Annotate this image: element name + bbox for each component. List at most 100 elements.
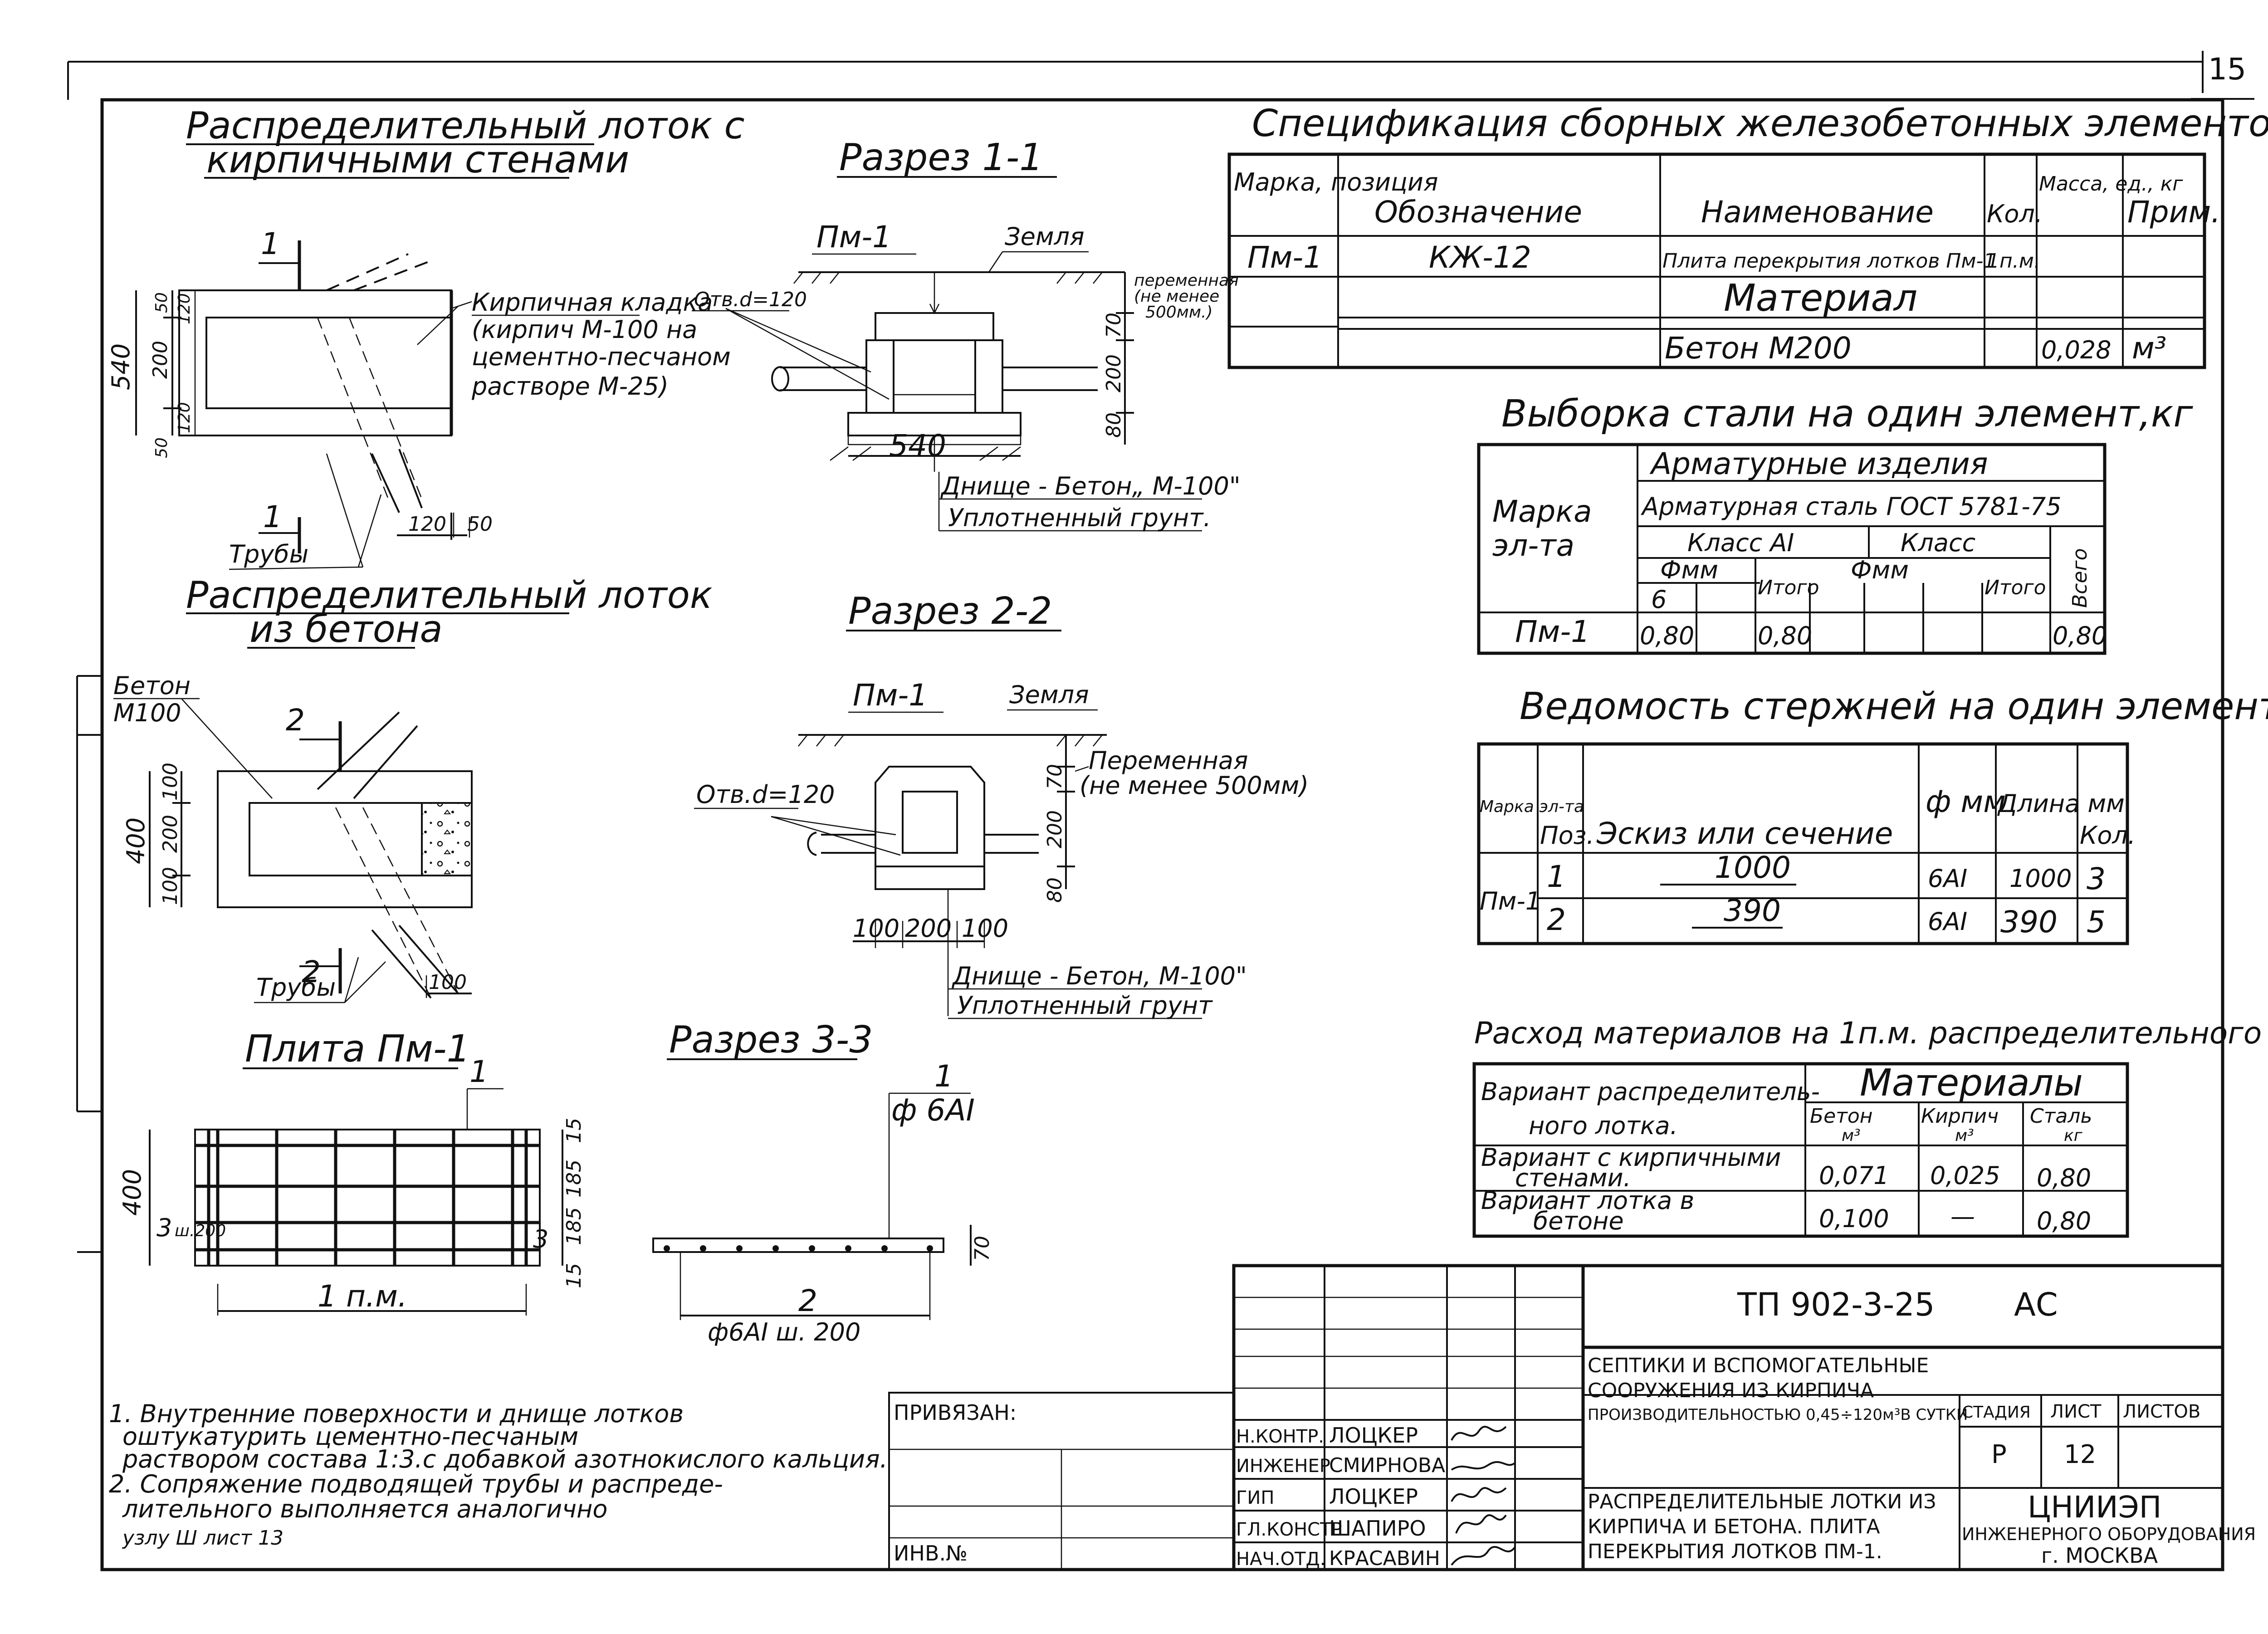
consumption-table: Расход материалов на 1п.м. распределител… (1472, 1016, 2268, 1238)
section33-rebar-top: ф 6АI (891, 1093, 975, 1128)
stamp-sheet-title-2: КИРПИЧА И БЕТОНА. ПЛИТА (1588, 1515, 1880, 1538)
consumption-r2-label-2: бетоне (1533, 1207, 1624, 1235)
consumption-r2-label-1: Вариант лотка в (1481, 1186, 1694, 1215)
cut-mark-2-top: 2 (286, 703, 305, 738)
steel-h-dia-val: 6 (1651, 585, 1667, 614)
section22-bottom: Днище - Бетон, М-100" (952, 962, 1247, 990)
consumption-title: Расход материалов на 1п.м. распределител… (1474, 1016, 2268, 1051)
spec-r2-mass: 0,028 (2041, 336, 2112, 364)
consumption-r2-steel: 0,80 (2037, 1207, 2091, 1235)
consumption-h-brick-unit: м³ (1955, 1126, 1974, 1145)
section33-title: Разрез 3-3 (669, 1018, 873, 1062)
section22-ground: Земля (1009, 680, 1089, 709)
stamp-bound: ПРИВЯЗАН: (894, 1400, 1017, 1425)
brick-dim-540: 540 (107, 343, 135, 390)
masonry-label-1: Кирпичная кладка (472, 288, 713, 317)
section11-var-3: 500мм.) (1145, 303, 1213, 322)
bars-r2-len: 390 (2000, 905, 2058, 939)
spec-r1-qty: 1п.м. (1987, 250, 2040, 273)
steel-h-all: Всего (2068, 548, 2092, 608)
bars-h-dia: ф мм (1926, 784, 2006, 819)
brick-dim-50a: 50 (152, 292, 171, 313)
bars-h-qty: Кол. (2080, 821, 2136, 850)
stamp-code: ТП 902-3-25 (1737, 1286, 1935, 1323)
slab-dim-length: 1 п.м. (318, 1279, 407, 1314)
section33-dim-70: 70 (971, 1236, 994, 1261)
cut-mark-1-bottom: 1 (263, 499, 282, 534)
slab-dim-185a: 185 (562, 1159, 586, 1198)
steel-row-mark: Пм-1 (1515, 614, 1590, 649)
stamp-inv: ИНВ.№ (894, 1541, 968, 1566)
consumption-r1-concrete: 0,071 (1819, 1161, 1889, 1190)
bars-r2-qty: 5 (2087, 905, 2106, 939)
stamp-sheet: 12 (2064, 1440, 2096, 1469)
bars-h-pos: Поз. (1540, 821, 1594, 850)
slab-mark: 1 (469, 1054, 489, 1089)
section11-dim-540: 540 (889, 428, 946, 463)
consumption-h-steel-unit: кг (2064, 1126, 2083, 1145)
consumption-r1-label-2: стенами. (1515, 1164, 1631, 1192)
steel-col-mark-1: Марка (1492, 494, 1592, 529)
bars-r1-pos: 1 (1547, 859, 1566, 894)
stamp-name-3: ЛОЦКЕР (1329, 1484, 1418, 1509)
stamp-sheet-title-3: ПЕРЕКРЫТИЯ ЛОТКОВ ПМ-1. (1588, 1540, 1882, 1563)
section11-hole: Отв.d=120 (694, 288, 807, 311)
section22-dim-100b: 100 (962, 914, 1008, 943)
stamp-project-2: СООРУЖЕНИЯ ИЗ КИРПИЧА (1588, 1379, 1874, 1402)
steel-h-dia-2: Фмм (1851, 556, 1909, 584)
consumption-h-steel: Сталь (2030, 1105, 2092, 1128)
stamp-role-5: НАЧ.ОТД. (1236, 1549, 1325, 1570)
stamp-role-1: Н.КОНТР. (1236, 1426, 1324, 1447)
consumption-h-concrete-unit: м³ (1842, 1126, 1861, 1145)
brick-dim-50b: 50 (152, 437, 171, 458)
steel-h-products: Арматурные изделия (1649, 446, 1988, 481)
section22-slab: Пм-1 (853, 678, 928, 713)
slab-title: Плита Пм-1 (245, 1027, 470, 1071)
consumption-h-materials: Материалы (1860, 1062, 2083, 1105)
spec-table: Спецификация сборных железобетонных элем… (1227, 102, 2268, 369)
spec-h-mass: Масса, ед., кг (2039, 172, 2183, 196)
brick-tray-plan: Распределительный лоток с кирпичными сте… (107, 104, 745, 570)
steel-h-total-2: Итого (1984, 576, 2046, 599)
stamp-name-2: СМИРНОВА (1329, 1454, 1445, 1477)
bars-h-sketch: Эскиз или сечение (1596, 816, 1893, 851)
section22-soil: Уплотненный грунт (957, 991, 1213, 1020)
section11-soil: Уплотненный грунт. (948, 504, 1211, 532)
brick-dim-120a: 120 (175, 293, 194, 324)
slab-dim-185b: 185 (562, 1207, 586, 1245)
bars-r2-pos: 2 (1547, 902, 1566, 937)
stamp-org-2: ИНЖЕНЕРНОГО ОБОРУДОВАНИЯ (1962, 1524, 2256, 1544)
spec-material-header: Материал (1724, 277, 1917, 320)
brick-tray-title-2: кирпичными стенами (206, 138, 629, 181)
brick-dim-120c: 120 (408, 513, 446, 536)
steel-row-v3: 0,80 (2053, 621, 2107, 650)
spec-r1-designation: КЖ-12 (1429, 240, 1531, 275)
stamp-role-2: ИНЖЕНЕР (1236, 1456, 1330, 1477)
consumption-h-variant-1: Вариант распределитель- (1481, 1077, 1820, 1106)
brick-dim-120b: 120 (175, 402, 194, 433)
note-line-2: оштукатурить цементно-песчаным (122, 1422, 578, 1451)
spec-r2-unit: м³ (2132, 331, 2166, 366)
stamp-role-4: ГЛ.КОНСТР (1236, 1519, 1342, 1540)
steel-h-dia-1: Фмм (1660, 556, 1718, 584)
section33-mark2: 2 (798, 1283, 817, 1318)
section11-bottom: Днище - Бетон„ М-100" (940, 472, 1241, 500)
spec-r2-name: Бетон М200 (1665, 331, 1852, 366)
bars-r1-sketch: 1000 (1715, 850, 1791, 885)
concrete-dim-100b: 100 (159, 867, 182, 905)
brick-tray-title-1: Распределительный лоток с (186, 104, 745, 147)
note-line-3: раствором состава 1:3.с добавкой азотнок… (122, 1445, 888, 1473)
slab-dim-15a: 15 (562, 1118, 586, 1143)
spec-r1-name: Плита перекрытия лотков Пм-1 (1662, 250, 1996, 273)
page-number: 15 (2208, 52, 2246, 87)
section22-title: Разрез 2-2 (848, 590, 1052, 633)
bars-r1-dia: 6АI (1928, 864, 1967, 893)
title-block: ПРИВЯЗАН: ИНВ.№ ТП 902-3-25 АС Н.КОНТР. … (888, 1264, 2256, 1571)
bars-h-len: Длина мм (1997, 789, 2125, 818)
masonry-label-2: (кирпич М-100 на (472, 315, 697, 344)
stamp-name-1: ЛОЦКЕР (1329, 1423, 1418, 1448)
concrete-label-2: М100 (113, 699, 181, 727)
bars-h-mark: Марка эл-та (1480, 797, 1584, 816)
section-2-2: Разрез 2-2 Пм-1 Земля Отв.d=120 70 200 8… (694, 590, 1309, 1020)
